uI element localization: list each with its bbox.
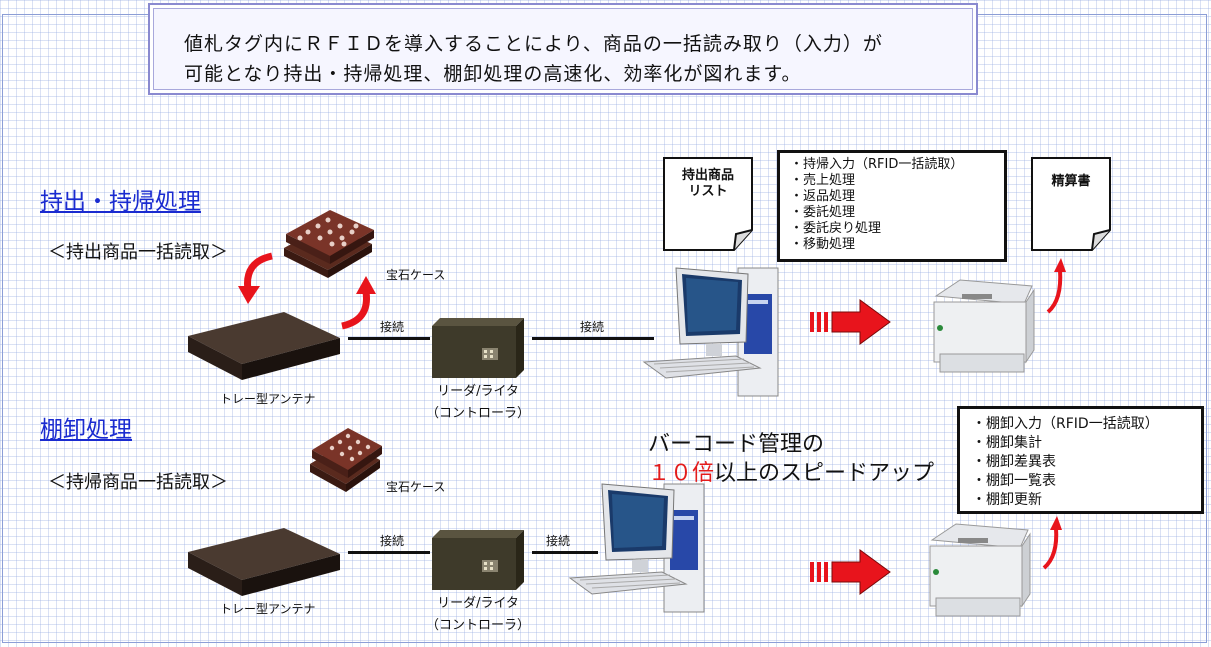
speedup-line-2: １０倍以上のスピードアップ xyxy=(648,459,934,488)
printer-icon xyxy=(933,279,1035,373)
section-subtitle-checkout: ＜持出商品一括読取＞ xyxy=(48,242,228,263)
reader-writer-icon xyxy=(432,318,524,378)
desktop-computer-icon xyxy=(568,483,705,613)
function-item: 棚卸入力（RFID一括読取） xyxy=(972,415,1201,434)
headline-box: 値札タグ内にＲＦＩＤを導入することにより、商品の一括読み取り（入力）が 可能とな… xyxy=(148,3,978,95)
connection-line xyxy=(348,551,430,554)
arrow-up-icon xyxy=(1042,516,1062,570)
arrow-right-icon xyxy=(810,549,891,595)
printer-icon xyxy=(929,523,1031,617)
jewel-case-label: 宝石ケース xyxy=(386,480,446,494)
jewel-case-icon xyxy=(310,428,382,492)
connection-line xyxy=(348,337,430,340)
section-title-inventory: 棚卸処理 xyxy=(40,417,132,443)
document-icon xyxy=(663,157,753,251)
document-icon xyxy=(1031,157,1111,251)
function-item: 返品処理 xyxy=(790,189,1004,205)
connection-line xyxy=(532,551,598,554)
headline-line-2: 可能となり持出・持帰処理、棚卸処理の高速化、効率化が図れます。 xyxy=(184,63,802,85)
headline-line-1: 値札タグ内にＲＦＩＤを導入することにより、商品の一括読み取り（入力）が xyxy=(184,33,883,55)
function-item: 棚卸更新 xyxy=(972,491,1201,510)
tray-antenna-label: トレー型アンテナ xyxy=(220,392,316,406)
curved-arrow-right-icon xyxy=(341,276,376,330)
curved-arrow-left-icon xyxy=(238,252,273,304)
arrow-up-icon xyxy=(1046,258,1066,314)
tray-antenna-icon xyxy=(188,312,340,380)
reader-writer-label: リーダ/ライタ xyxy=(437,384,519,399)
function-item: 委託処理 xyxy=(790,205,1004,221)
function-item: 売上処理 xyxy=(790,173,1004,189)
inventory-functions-box: 棚卸入力（RFID一括読取） 棚卸集計 棚卸差異表 棚卸一覧表 棚卸更新 xyxy=(957,406,1204,514)
speedup-line-1: バーコード管理の xyxy=(648,432,825,457)
connection-label: 接続 xyxy=(580,320,605,334)
section-subtitle-inventory: ＜持帰商品一括読取＞ xyxy=(48,472,228,493)
reader-writer-label: リーダ/ライタ xyxy=(437,596,519,611)
connection-label: 接続 xyxy=(546,534,571,548)
desktop-computer-icon xyxy=(642,267,779,397)
speedup-message: バーコード管理の １０倍以上のスピードアップ xyxy=(648,430,934,488)
jewel-case-icon xyxy=(284,210,374,278)
function-item: 棚卸集計 xyxy=(972,434,1201,453)
document-settlement-label: 精算書 xyxy=(1051,174,1091,189)
function-item: 棚卸差異表 xyxy=(972,453,1201,472)
tray-antenna-icon xyxy=(188,528,340,596)
connection-label: 接続 xyxy=(380,534,405,548)
function-item: 持帰入力（RFID一括読取） xyxy=(790,157,1004,173)
arrow-right-icon xyxy=(810,299,891,345)
tray-antenna-label: トレー型アンテナ xyxy=(220,602,316,616)
jewel-case-label: 宝石ケース xyxy=(386,268,446,282)
reader-writer-sublabel: （コントローラ） xyxy=(425,406,530,421)
speedup-line-2-rest: 以上のスピードアップ xyxy=(714,461,935,486)
reader-writer-icon xyxy=(432,530,524,590)
connection-label: 接続 xyxy=(380,320,405,334)
checkout-functions-box: 持帰入力（RFID一括読取） 売上処理 返品処理 委託処理 委託戻り処理 移動処… xyxy=(777,150,1007,262)
document-list-label: 持出商品 リスト xyxy=(681,168,734,199)
connection-line xyxy=(532,337,654,340)
function-item: 移動処理 xyxy=(790,237,1004,253)
function-item: 委託戻り処理 xyxy=(790,221,1004,237)
speedup-highlight: １０倍 xyxy=(648,461,715,486)
function-item: 棚卸一覧表 xyxy=(972,472,1201,491)
reader-writer-sublabel: （コントローラ） xyxy=(425,618,530,633)
section-title-checkout: 持出・持帰処理 xyxy=(40,189,201,215)
